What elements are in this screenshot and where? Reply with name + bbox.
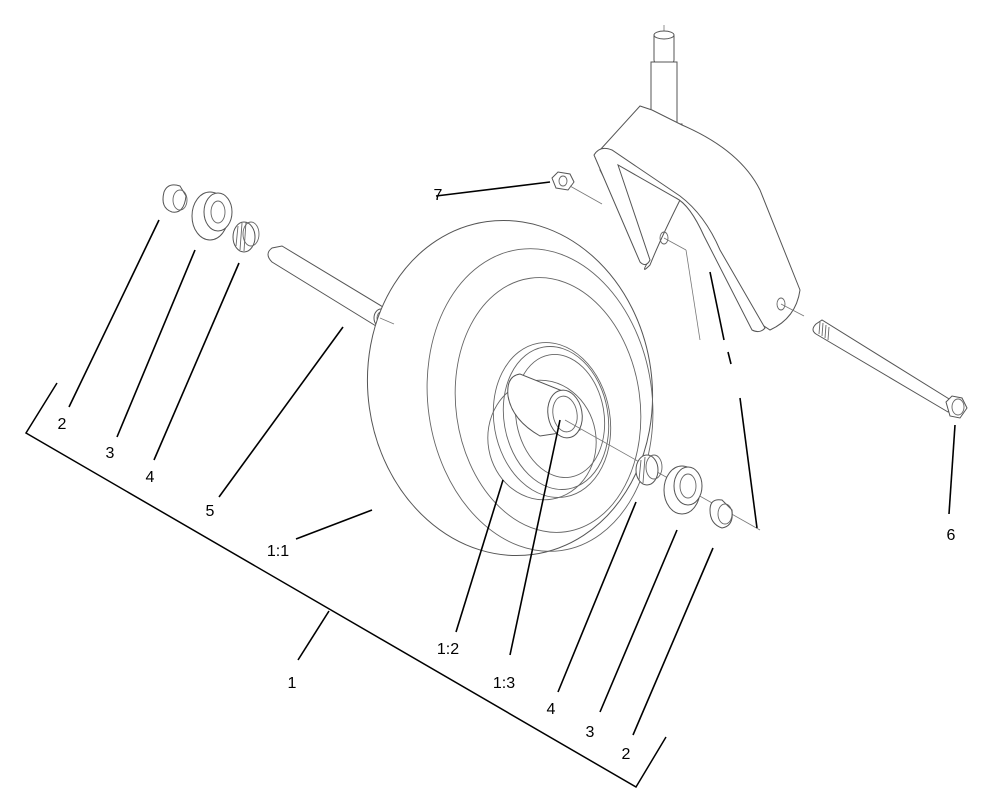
callout-6: 6 bbox=[946, 527, 956, 544]
callout-2-right: 2 bbox=[621, 746, 631, 763]
callout-1-3: 1:3 bbox=[492, 675, 516, 692]
right-bearing-cup bbox=[663, 465, 703, 515]
callout-3-right: 3 bbox=[585, 724, 595, 741]
callout-5: 5 bbox=[205, 503, 215, 520]
left-bearing-cup bbox=[191, 191, 233, 241]
callout-1-2: 1:2 bbox=[436, 641, 460, 658]
leader-lines bbox=[68, 181, 956, 736]
callout-1-1: 1:1 bbox=[266, 543, 290, 560]
callout-3-left: 3 bbox=[105, 445, 115, 462]
spacer-tube bbox=[267, 245, 389, 328]
left-roller-bearing bbox=[232, 221, 260, 253]
right-spacer bbox=[709, 499, 733, 529]
callout-2-left: 2 bbox=[57, 416, 67, 433]
left-spacer bbox=[162, 184, 188, 213]
assembly-bracket bbox=[24, 382, 667, 789]
nut bbox=[551, 171, 603, 205]
callout-4-left: 4 bbox=[145, 469, 155, 486]
callout-7: 7 bbox=[433, 187, 443, 204]
bolt bbox=[812, 319, 968, 419]
callout-4-right: 4 bbox=[546, 701, 556, 718]
right-roller-bearing bbox=[635, 454, 663, 486]
callout-1: 1 bbox=[287, 675, 297, 692]
wheel bbox=[366, 219, 761, 557]
caster-fork bbox=[593, 25, 805, 341]
